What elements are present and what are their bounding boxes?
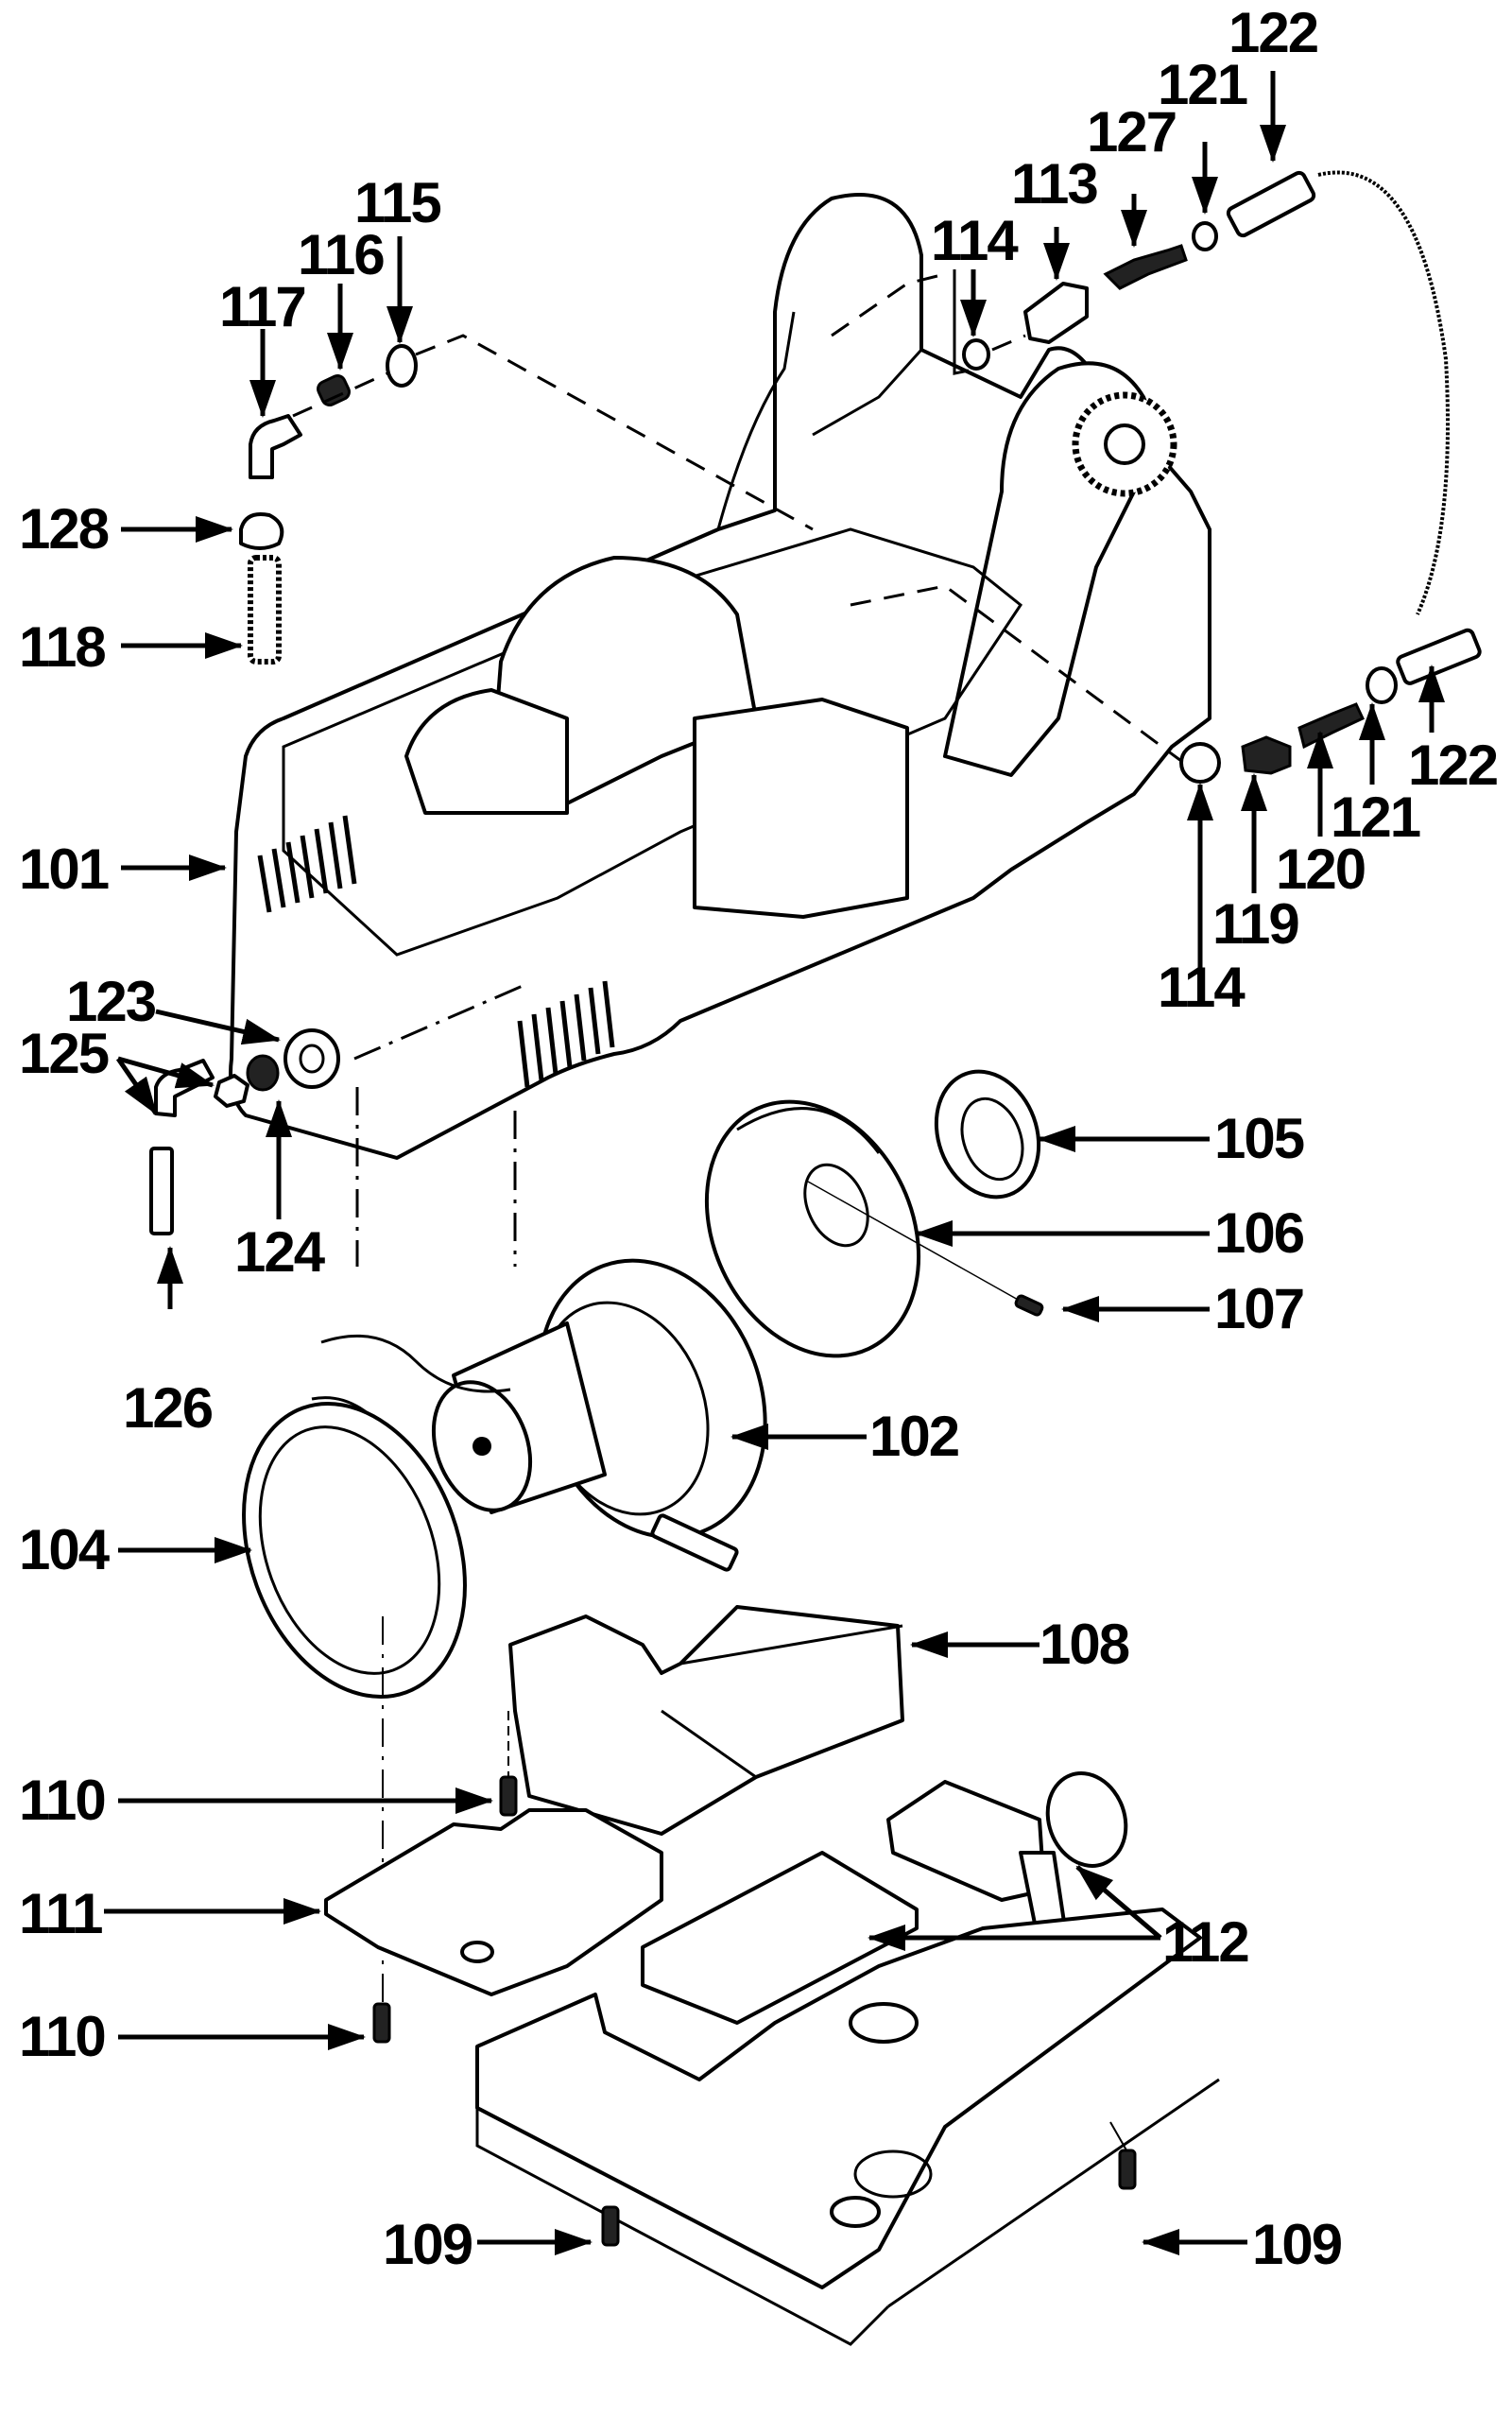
part-121-nut-top <box>1192 221 1218 251</box>
callout-109-left: 109 <box>383 2213 472 2276</box>
callout-101: 101 <box>19 837 109 901</box>
callout-114-right: 114 <box>1158 956 1246 1019</box>
callout-110-upper: 110 <box>19 1769 105 1832</box>
part-120-fitting <box>1297 702 1365 750</box>
part-111-bracket-plate <box>324 1808 663 1996</box>
part-101-housing <box>229 193 1211 1160</box>
part-119-nut <box>1241 735 1292 775</box>
part-118-hose <box>248 555 282 665</box>
callout-126: 126 <box>123 1376 213 1440</box>
callout-121-right: 121 <box>1331 786 1420 849</box>
callout-124: 124 <box>234 1220 326 1284</box>
callout-117: 117 <box>219 275 305 338</box>
part-117-elbow-fitting <box>249 414 302 479</box>
callout-122-top: 122 <box>1228 1 1317 64</box>
callout-104: 104 <box>19 1518 111 1581</box>
part-102-vacuum-motor <box>311 1258 767 1572</box>
callout-109-right: 109 <box>1252 2213 1342 2276</box>
part-109-screw-left <box>601 2205 620 2247</box>
part-114-washer-top <box>962 338 990 371</box>
part-104-gasket-ring <box>242 1402 467 1699</box>
part-115-washer <box>386 344 418 388</box>
callout-110-lower: 110 <box>19 2005 105 2068</box>
part-127-fitting <box>1103 244 1188 290</box>
vent-grill-left <box>257 815 357 913</box>
callout-112: 112 <box>1162 1910 1248 1974</box>
part-128-hose-clamp <box>239 512 284 550</box>
part-105-seal <box>934 1069 1041 1200</box>
callout-105: 105 <box>1214 1107 1304 1170</box>
part-113-bushing <box>1023 282 1089 344</box>
part-106-motor-cover <box>704 1099 921 1358</box>
callout-102: 102 <box>869 1405 958 1468</box>
leader-lines <box>104 71 1445 2255</box>
part-125-nut <box>214 1074 249 1108</box>
callout-118: 118 <box>19 615 105 679</box>
callout-123: 123 <box>66 970 156 1033</box>
callout-122-right: 122 <box>1408 734 1497 797</box>
part-122-cable-end-top <box>1226 170 1316 238</box>
callout-125: 125 <box>19 1022 109 1085</box>
callout-108: 108 <box>1040 1613 1129 1676</box>
part-108-motor-bracket <box>508 1605 904 1836</box>
callout-127: 127 <box>1087 100 1176 164</box>
callout-114-top: 114 <box>931 209 1019 272</box>
part-124-nut <box>246 1054 280 1092</box>
part-110-screw-upper <box>499 1711 518 1817</box>
base-plate <box>475 1908 1220 2346</box>
chain-cable <box>1317 170 1450 615</box>
part-121-nut-right <box>1366 666 1398 704</box>
part-116-nut <box>317 374 351 406</box>
callout-128: 128 <box>19 497 109 561</box>
callout-107: 107 <box>1214 1277 1303 1340</box>
part-109-screw-right <box>1109 2121 1137 2190</box>
callout-116: 116 <box>298 223 384 286</box>
callout-113: 113 <box>1011 152 1097 216</box>
vent-grill-center <box>517 980 615 1088</box>
callout-121-top: 121 <box>1158 53 1247 116</box>
callout-120: 120 <box>1276 837 1365 901</box>
part-125-elbow-fitting <box>154 1059 215 1117</box>
part-122-cable-end-right <box>1396 628 1482 685</box>
callout-115: 115 <box>354 171 440 234</box>
callout-119: 119 <box>1212 892 1298 956</box>
callout-111: 111 <box>19 1882 102 1945</box>
callout-106: 106 <box>1214 1201 1304 1265</box>
part-126-tube <box>149 1147 174 1235</box>
part-114-washer-right <box>1179 742 1221 784</box>
